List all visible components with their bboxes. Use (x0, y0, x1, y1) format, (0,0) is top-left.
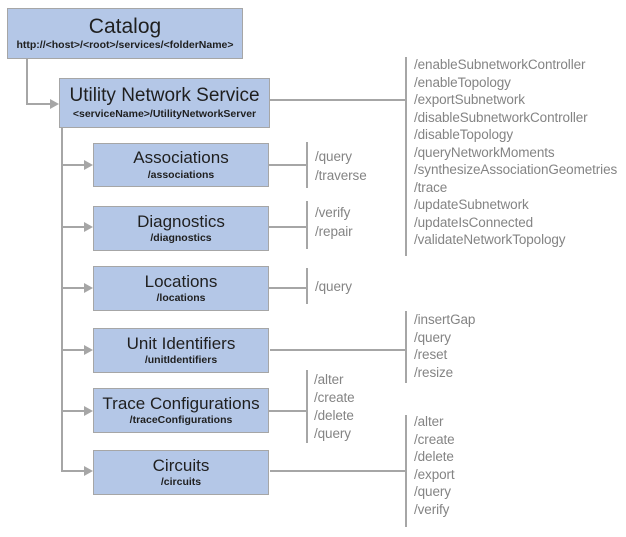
utility-network-service-title: Utility Network Service (69, 85, 260, 107)
ops-list-utility-network-service: /enableSubnetworkController/enableTopolo… (414, 56, 617, 249)
arrowhead-to-associations (84, 160, 93, 170)
operation-label: /export (414, 466, 455, 482)
operation-label: /query (414, 329, 451, 345)
trace-configurations-title: Trace Configurations (102, 393, 260, 413)
node-trace-configurations: Trace Configurations /traceConfiguration… (93, 388, 269, 433)
operation-label: /verify (414, 501, 450, 517)
operation-label: /exportSubnetwork (414, 92, 525, 107)
branch-trace-configurations (61, 410, 85, 412)
branch-unit-identifiers (61, 349, 85, 351)
arrowhead-to-trace-configurations (84, 406, 93, 416)
operation-label: /alter (314, 372, 344, 387)
operation-label: /alter (414, 414, 444, 429)
unit-identifiers-path: /unitIdentifiers (144, 354, 218, 367)
unit-identifiers-title: Unit Identifiers (126, 333, 236, 353)
operation-label: /delete (314, 408, 354, 423)
node-utility-network-service: Utility Network Service <serviceName>/Ut… (59, 78, 270, 128)
operation-label: /query (414, 484, 451, 499)
diagnostics-title: Diagnostics (137, 211, 225, 231)
operation-label: /delete (414, 449, 454, 464)
branch-circuits (61, 470, 85, 472)
circuits-path: /circuits (160, 476, 202, 489)
catalog-url: http://<host>/<root>/services/<folderNam… (16, 39, 234, 52)
bar-associations-ops (306, 142, 308, 188)
operation-label: /updateIsConnected (414, 214, 534, 230)
branch-associations (61, 164, 85, 166)
arrowhead-to-diagnostics (84, 222, 93, 232)
connector-associations-ops (269, 164, 307, 166)
bar-unit-identifiers-ops (405, 311, 407, 383)
operation-label: /validateNetworkTopology (414, 232, 566, 247)
operation-label: /enableTopology (414, 74, 511, 90)
arrowhead-to-unit-identifiers (84, 345, 93, 355)
arrowhead-to-circuits (84, 466, 93, 476)
connector-circuits-ops (270, 470, 406, 472)
operation-label: /insertGap (414, 312, 476, 327)
node-catalog: Catalog http://<host>/<root>/services/<f… (7, 8, 243, 59)
connector-locations-ops (269, 287, 307, 289)
operation-label: /synthesizeAssociationGeometries (414, 162, 618, 177)
bar-locations-ops (306, 268, 308, 304)
ops-list-associations: /query/traverse (315, 147, 367, 185)
node-locations: Locations /locations (93, 266, 269, 311)
catalog-title: Catalog (88, 14, 162, 38)
associations-path: /associations (147, 168, 215, 181)
bar-diagnostics-ops (306, 201, 308, 249)
operation-label: /resize (414, 364, 454, 380)
connector-trunk (61, 128, 63, 472)
arrowhead-to-utility-network-service (50, 99, 59, 109)
operation-label: /disableSubnetworkController (414, 109, 588, 125)
ops-list-circuits: /alter/create/delete/export/query/verify (414, 413, 455, 518)
node-unit-identifiers: Unit Identifiers /unitIdentifiers (93, 328, 269, 373)
diagnostics-path: /diagnostics (150, 232, 212, 245)
connector-unit-identifiers-ops (270, 349, 406, 351)
connector-catalog-right (26, 103, 51, 105)
arrowhead-to-locations (84, 283, 93, 293)
operation-label: /queryNetworkMoments (414, 144, 555, 160)
operation-label: /disableTopology (414, 127, 513, 142)
connector-trace-configurations-ops (269, 410, 307, 412)
trace-configurations-path: /traceConfigurations (129, 414, 233, 427)
connector-diagnostics-ops (269, 226, 307, 228)
ops-list-diagnostics: /verify/repair (315, 203, 353, 241)
connector-uns-ops (270, 99, 405, 101)
operation-label: /query (315, 279, 352, 294)
utility-network-service-path: <serviceName>/UtilityNetworkServer (72, 107, 257, 120)
operation-label: /trace (414, 179, 448, 195)
ops-list-trace-configurations: /alter/create/delete/query (314, 371, 355, 443)
operation-label: /create (314, 390, 355, 405)
operation-label: /updateSubnetwork (414, 197, 529, 212)
associations-title: Associations (133, 148, 229, 168)
bar-trace-configurations-ops (306, 370, 308, 443)
branch-diagnostics (61, 226, 85, 228)
ops-list-unit-identifiers: /insertGap/query/reset/resize (414, 311, 475, 381)
connector-catalog-down (26, 59, 28, 105)
operation-label: /enableSubnetworkController (414, 57, 586, 72)
branch-locations (61, 287, 85, 289)
locations-title: Locations (144, 271, 218, 291)
locations-path: /locations (156, 292, 206, 305)
operation-label: /traverse (315, 168, 367, 183)
node-associations: Associations /associations (93, 143, 269, 187)
ops-list-locations: /query (315, 277, 352, 296)
operation-label: /query (314, 426, 351, 441)
node-circuits: Circuits /circuits (93, 450, 269, 495)
operation-label: /reset (414, 347, 448, 362)
bar-circuits-ops (405, 415, 407, 527)
node-diagnostics: Diagnostics /diagnostics (93, 206, 269, 251)
bar-uns-ops (405, 57, 407, 256)
operation-label: /create (414, 431, 455, 447)
circuits-title: Circuits (152, 455, 210, 475)
operation-label: /verify (315, 205, 351, 220)
operation-label: /query (315, 149, 352, 164)
operation-label: /repair (315, 224, 353, 239)
